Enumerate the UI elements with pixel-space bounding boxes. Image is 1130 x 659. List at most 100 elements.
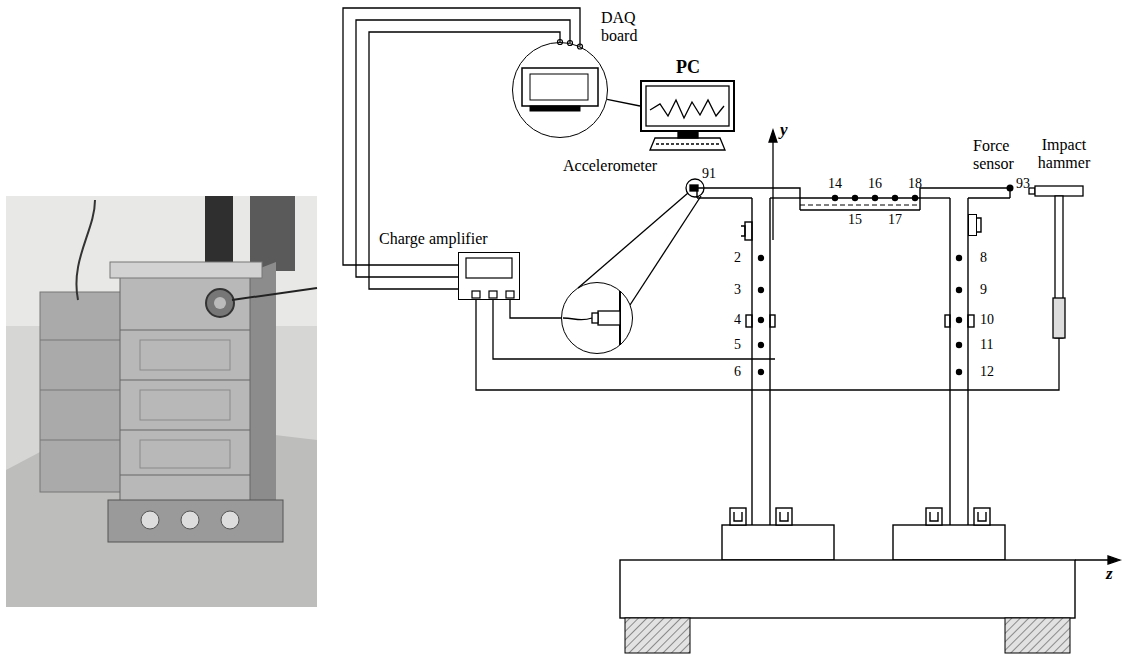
axis-label: z xyxy=(1106,564,1113,583)
test-rig-photo-part xyxy=(214,297,226,309)
callout-number: 6 xyxy=(734,364,741,380)
measurement-points-part xyxy=(956,317,962,323)
frame-structure-part xyxy=(625,618,690,653)
frame-structure-part xyxy=(730,508,746,525)
amplifier-drawing-part xyxy=(472,291,480,298)
test-rig-photo-part xyxy=(250,196,295,271)
accelerometer-drawing-part xyxy=(598,311,620,325)
measurement-points-part xyxy=(758,317,764,323)
frame-structure-part xyxy=(697,197,752,198)
frame-structure-part xyxy=(697,188,800,198)
test-rig-photo-part xyxy=(110,262,262,278)
amplifier-drawing-part xyxy=(506,291,514,298)
node-label: Charge amplifier xyxy=(379,230,488,248)
callout-number: 17 xyxy=(888,212,902,228)
measurement-points-part xyxy=(956,342,962,348)
test-rig-photo-part xyxy=(40,292,122,492)
node-label: Force sensor xyxy=(973,137,1028,173)
accelerometer-drawing-part xyxy=(563,318,592,320)
callout-number: 12 xyxy=(980,364,994,380)
callout-number: 91 xyxy=(702,166,716,182)
frame-structure-part xyxy=(920,188,1010,198)
measurement-points-part xyxy=(956,369,962,375)
frame-structure-part xyxy=(751,198,752,525)
test-rig-photo-part xyxy=(108,500,283,542)
test-rig-photo-part xyxy=(141,511,159,529)
callout-number: 93 xyxy=(1016,176,1030,192)
amplifier-drawing xyxy=(466,258,775,359)
test-rig-photo-part xyxy=(40,390,122,391)
measurement-points-part xyxy=(1007,185,1014,192)
measurement-points-part xyxy=(758,287,764,293)
signal-cable xyxy=(607,99,640,106)
impact-hammer: Impact hammer xyxy=(1035,186,1083,338)
frame-structure-part xyxy=(977,218,981,232)
frame-structure-part xyxy=(800,197,920,198)
daq-magnifier: DAQ board xyxy=(512,42,608,138)
measurement-points-part xyxy=(758,255,764,261)
measurement-points-part xyxy=(912,195,918,201)
frame-structure-part xyxy=(741,226,745,236)
pc-monitor: PC xyxy=(640,80,735,132)
test-rig-photo-part xyxy=(40,440,122,441)
callout-number: 3 xyxy=(734,282,741,298)
callout-number: 2 xyxy=(734,250,741,266)
daq-board-drawing-part xyxy=(530,74,588,100)
frame-structure-part xyxy=(949,198,950,525)
frame-structure-part xyxy=(799,198,800,210)
measurement-points-part xyxy=(956,287,962,293)
test-rig-photo-part xyxy=(221,511,239,529)
axes-part xyxy=(772,140,773,240)
pc-drawing xyxy=(646,86,729,150)
amplifier-drawing-part xyxy=(493,300,775,359)
amplifier-drawing-part xyxy=(466,258,512,278)
axes xyxy=(769,130,1120,564)
frame-structure-part xyxy=(745,222,752,240)
node-label: PC xyxy=(676,57,700,77)
impact-hammer-drawing xyxy=(1029,186,1083,338)
test-rig-photo-part xyxy=(140,390,230,420)
frame-structure-part xyxy=(1005,618,1070,653)
callout-number: 4 xyxy=(734,312,741,328)
accelerometer-magnifier: Accelerometer xyxy=(561,282,633,354)
test-rig-photo-part xyxy=(140,440,230,468)
frame-structure-part xyxy=(776,508,792,525)
amplifier-drawing-part xyxy=(489,291,497,298)
frame-structure-part xyxy=(920,197,950,198)
callout-number: 18 xyxy=(908,176,922,192)
callout-number: 10 xyxy=(980,312,994,328)
test-rig-photo-part xyxy=(76,200,95,300)
frame-structure-part xyxy=(769,198,770,525)
node-label: Impact hammer xyxy=(1030,136,1098,172)
frame-structure-part xyxy=(968,197,1010,198)
impact-hammer-drawing-part xyxy=(1035,186,1083,196)
axes-part xyxy=(769,130,777,142)
frame-structure-part xyxy=(968,315,974,327)
axes-part xyxy=(1108,556,1120,564)
frame-structure-part xyxy=(930,512,938,521)
frame-structure-part xyxy=(978,512,986,521)
pc-drawing-part xyxy=(646,86,729,126)
daq-board-drawing xyxy=(522,40,598,112)
test-rig-photo-part xyxy=(140,340,230,370)
frame-structure-part xyxy=(620,560,1075,618)
node-label: Accelerometer xyxy=(563,157,657,175)
frame-structure-part xyxy=(967,198,968,525)
frame-structure-part xyxy=(926,508,942,525)
measurement-points-part xyxy=(832,195,838,201)
signal-cable xyxy=(343,8,580,265)
impact-hammer-drawing-part xyxy=(1053,298,1065,338)
force-sensor: Force sensor xyxy=(968,214,977,236)
test-rig-photo-part xyxy=(232,288,317,300)
charge-amplifier-box: Charge amplifier xyxy=(458,252,520,300)
test-rig-photo-part xyxy=(6,196,317,607)
signal-cable xyxy=(369,32,560,289)
daq-board-drawing-part xyxy=(522,68,598,106)
axes-part xyxy=(1075,559,1110,560)
test-rig-photo-part xyxy=(120,330,250,331)
frame-structure-part xyxy=(734,512,742,521)
frame-structure-part xyxy=(800,209,920,210)
